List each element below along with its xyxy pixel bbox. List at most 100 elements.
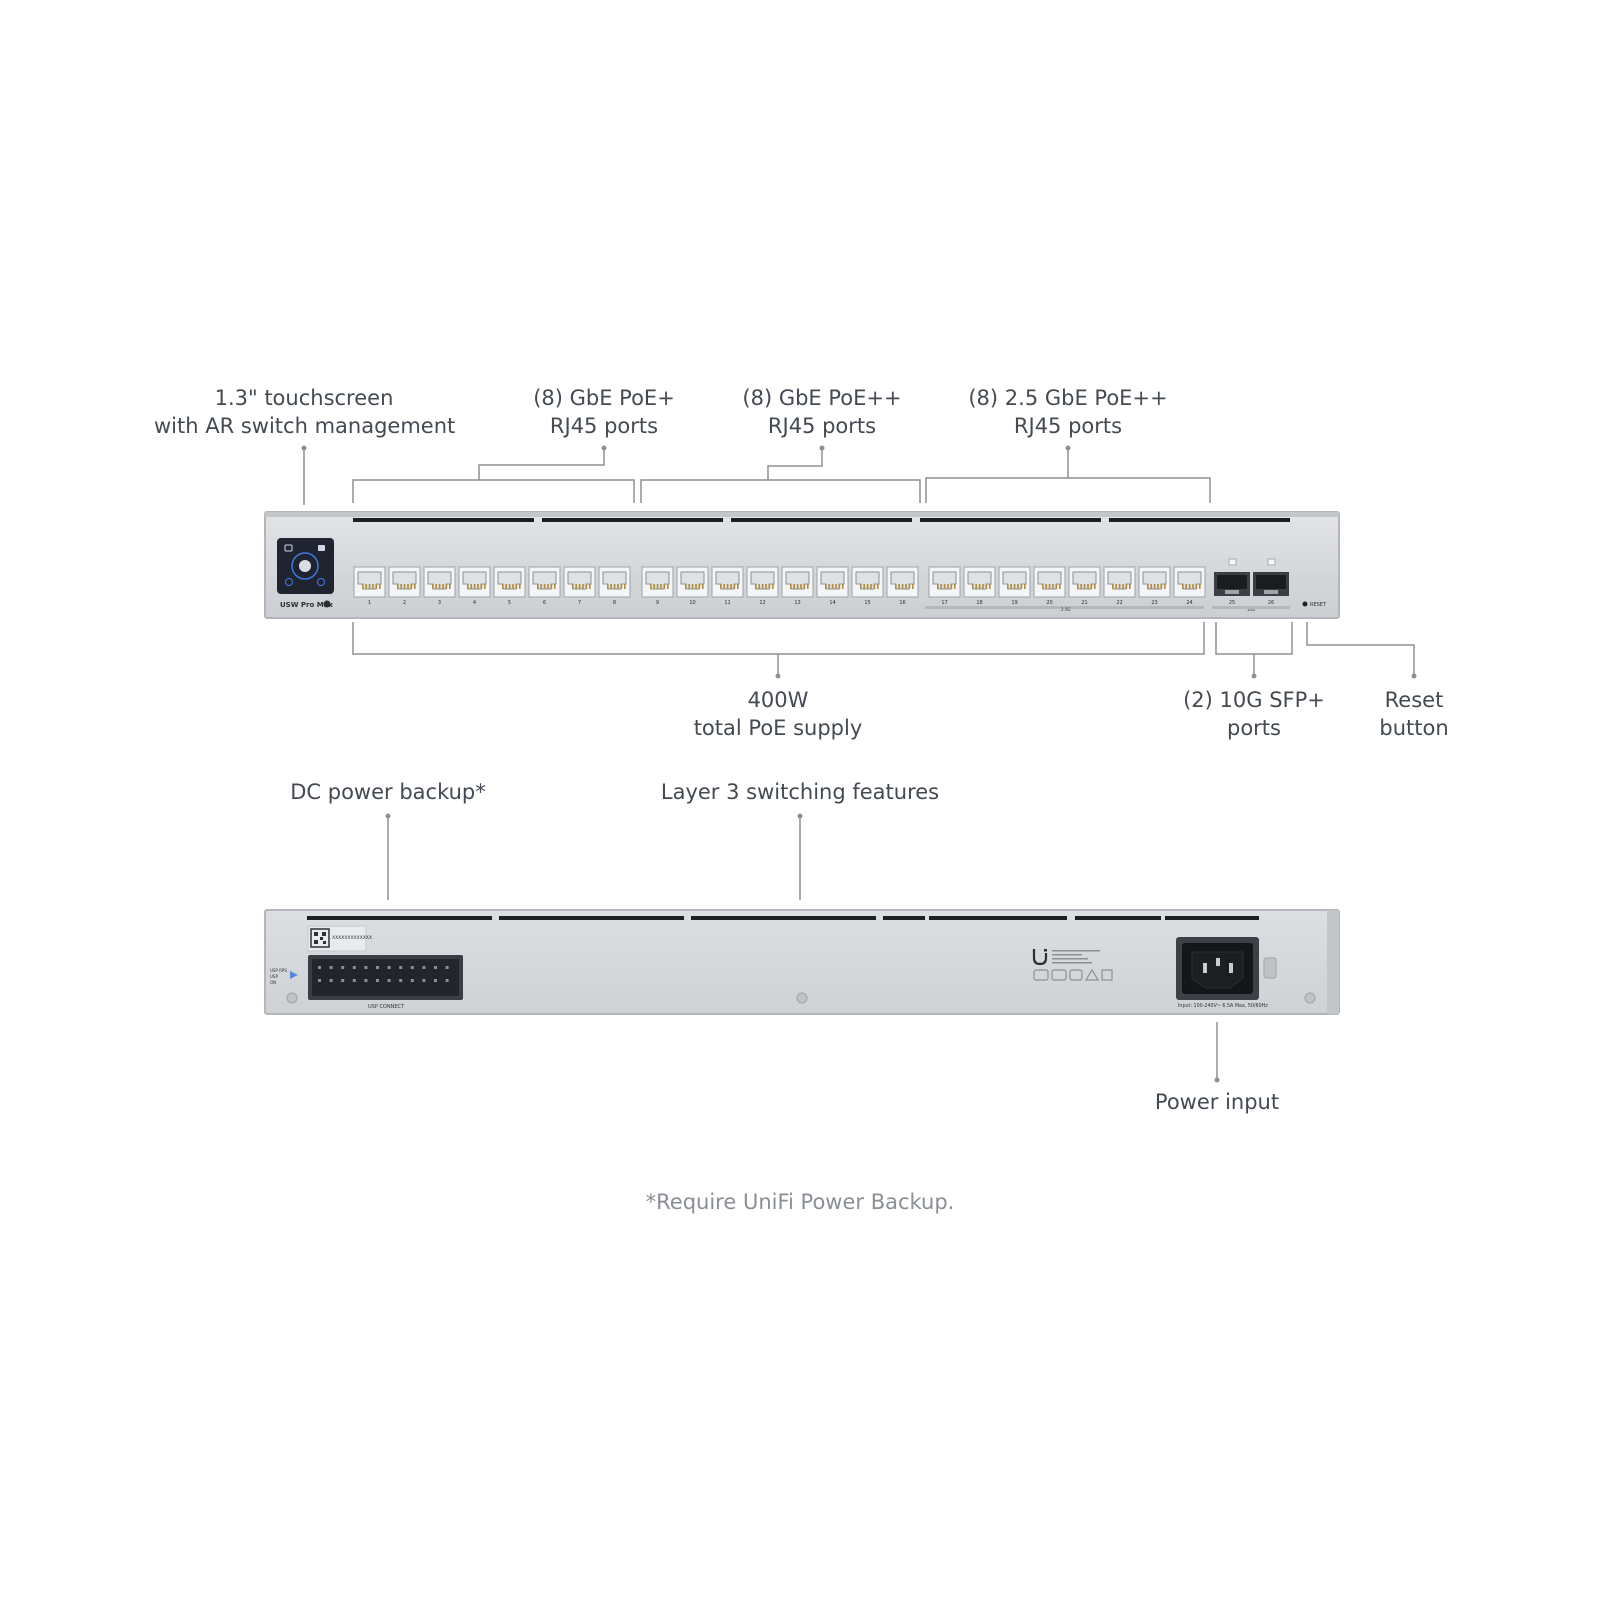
usp-pin: [410, 979, 414, 982]
callout-line: RJ45 ports: [549, 414, 659, 438]
rj45-port[interactable]: [458, 566, 491, 598]
rj45-port[interactable]: [816, 566, 849, 598]
power-spec: Input: 100-240V~ 6.5A Max, 50/60Hz: [1178, 1003, 1268, 1009]
rj45-port[interactable]: [641, 566, 674, 598]
rj45-port[interactable]: [493, 566, 526, 598]
rear-leader-dots: [385, 813, 1220, 1083]
callout-line: (8) 2.5 GbE PoE++: [968, 386, 1168, 410]
callout-line: RJ45 ports: [767, 414, 877, 438]
usp-pin: [364, 966, 368, 969]
callout-line: total PoE supply: [693, 716, 863, 740]
usp-pin: [387, 966, 391, 969]
sfp-port[interactable]: [1253, 572, 1289, 596]
power-pin: [1203, 963, 1207, 973]
leader-reset: [1306, 622, 1415, 675]
usp-pin: [341, 966, 345, 969]
sfp-led: [1228, 558, 1237, 566]
front-vents: [353, 518, 1290, 522]
rj45-port[interactable]: [711, 566, 744, 598]
bracket-sfp: [1215, 622, 1293, 655]
rj45-port[interactable]: [563, 566, 596, 598]
model-badge-icon: [323, 600, 331, 608]
vent-slot: [353, 518, 534, 522]
callout-line: Power input: [1154, 1090, 1280, 1114]
rj45-port-label: 14: [829, 600, 835, 606]
callout-line: ports: [1227, 716, 1281, 740]
rj45-port[interactable]: [1068, 566, 1101, 598]
touchscreen-ring: [291, 552, 319, 580]
usp-legend-item: USP RPS: [270, 968, 287, 973]
rj45-port[interactable]: [1138, 566, 1171, 598]
callout-touchscreen: 1.3" touchscreen with AR switch manageme…: [154, 384, 455, 440]
rj45-port-label: 19: [1011, 600, 1017, 606]
rj45-port-label: 6: [543, 600, 546, 606]
rj45-port-label: 12: [759, 600, 765, 606]
rj45-port[interactable]: [353, 566, 386, 598]
rj45-port-label: 16: [899, 600, 905, 606]
front-leader-dots: [301, 445, 1417, 679]
usp-pin: [318, 979, 321, 982]
usp-pin: [399, 979, 403, 982]
usp-pin: [318, 966, 321, 969]
sfp-led: [1267, 558, 1276, 566]
rj45-port-label: 18: [976, 600, 982, 606]
usp-legend-item: ON: [270, 980, 276, 985]
rj45-port[interactable]: [886, 566, 919, 598]
rj45-port[interactable]: [781, 566, 814, 598]
callout-power-input: Power input: [1117, 1088, 1317, 1116]
vent-slot: [929, 916, 1067, 920]
callout-gbe-poe-plus: (8) GbE PoE+ RJ45 ports: [494, 384, 714, 440]
vent-slot: [499, 916, 684, 920]
rj45-port[interactable]: [928, 566, 961, 598]
touchscreen-center-dot: [299, 560, 311, 572]
usp-pin: [422, 966, 426, 969]
leader-dot: [1411, 673, 1417, 679]
connector-label: USP CONNECT: [368, 1004, 405, 1010]
rj45-port-label: 21: [1081, 600, 1087, 606]
touchscreen-display[interactable]: [277, 538, 334, 594]
rj45-port[interactable]: [388, 566, 421, 598]
rj45-port[interactable]: [746, 566, 779, 598]
rj45-port-label: 22: [1116, 600, 1122, 606]
usp-pin: [399, 966, 403, 969]
rj45-port[interactable]: [963, 566, 996, 598]
sfp-port-label: 26: [1268, 600, 1274, 606]
rj45-port[interactable]: [851, 566, 884, 598]
sfp-port-label: 25: [1229, 600, 1235, 606]
vent-slot: [1075, 916, 1161, 920]
usp-pin: [422, 979, 426, 982]
rj45-port[interactable]: [1103, 566, 1136, 598]
rj45-port[interactable]: [676, 566, 709, 598]
rj45-port-label: 3: [438, 600, 441, 606]
group-underline-sfp: [1212, 606, 1290, 609]
leader-dot: [385, 813, 391, 819]
reset-button[interactable]: [1302, 601, 1308, 607]
vent-slot: [691, 916, 876, 920]
rj45-port[interactable]: [423, 566, 456, 598]
certification-marks-icon: [1033, 968, 1113, 981]
screen-icon-bl: [285, 578, 293, 586]
rear-leader-lines: [387, 818, 1218, 1078]
vent-slot: [731, 518, 912, 522]
screw-icon: [796, 992, 808, 1004]
usp-pin: [376, 966, 379, 969]
rj45-port-label: 15: [864, 600, 870, 606]
leader-dot: [301, 445, 307, 451]
sfp-port[interactable]: [1214, 572, 1250, 596]
screen-icon-br: [317, 578, 325, 586]
vent-slot: [883, 916, 925, 920]
power-inlet[interactable]: [1176, 937, 1259, 1000]
rj45-port[interactable]: [598, 566, 631, 598]
rj45-port[interactable]: [528, 566, 561, 598]
serial-text: XXXXXXXXXXXXX: [332, 935, 372, 941]
rj45-port[interactable]: [1173, 566, 1206, 598]
usp-pin: [387, 979, 391, 982]
rj45-port-label: 10: [689, 600, 695, 606]
usp-pin: [341, 979, 345, 982]
rj45-port[interactable]: [1033, 566, 1066, 598]
rj45-port[interactable]: [998, 566, 1031, 598]
